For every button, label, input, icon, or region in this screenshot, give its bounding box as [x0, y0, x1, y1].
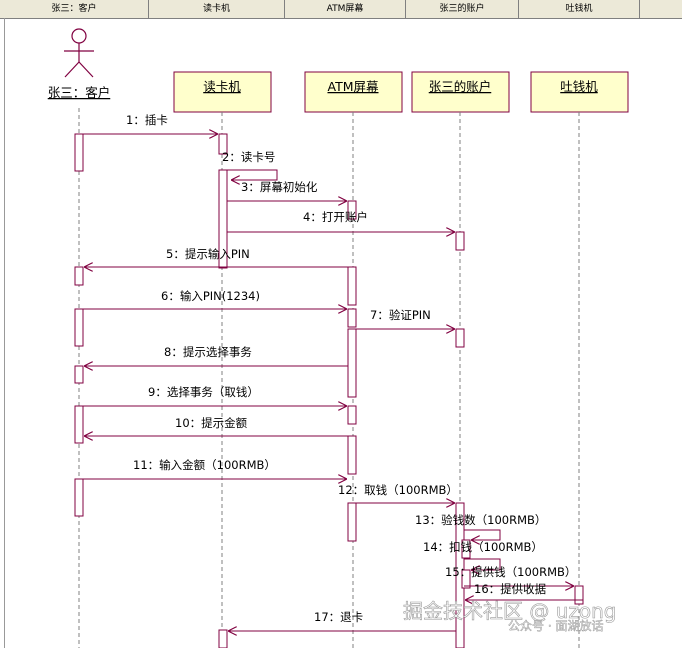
message-label-14: 14：扣钱（100RMB）	[423, 540, 543, 554]
message-label-9: 9：选择事务（取钱）	[148, 385, 259, 399]
object-box-account[interactable]: 张三的账户	[411, 71, 510, 113]
object-label: 张三的账户	[429, 79, 492, 94]
watermark-sub: 公众号 · 面湖放话	[508, 618, 603, 633]
header-tab-atm-screen[interactable]: ATM屏幕	[285, 0, 406, 18]
message-arrow-14	[464, 558, 501, 570]
message-label-8: 8：提示选择事务	[164, 345, 252, 359]
object-label: 吐钱机	[560, 79, 598, 94]
object-label: 读卡机	[203, 79, 241, 94]
header-tab-dispenser[interactable]: 吐钱机	[519, 0, 640, 18]
message-label-15: 15：提供钱（100RMB）	[445, 565, 576, 579]
activation-bar	[218, 169, 228, 269]
header-tab-account[interactable]: 张三的账户	[406, 0, 519, 18]
object-label: ATM屏幕	[327, 79, 379, 94]
message-arrow-13	[464, 529, 501, 540]
message-arrow-16	[465, 590, 584, 600]
message-label-1: 1：插卡	[126, 113, 168, 127]
message-label-16: 16：提供收据	[474, 582, 547, 596]
message-label-11: 11：输入金额（100RMB）	[133, 458, 276, 472]
header-tab-card-reader[interactable]: 读卡机	[149, 0, 285, 18]
message-label-10: 10：提示金额	[175, 416, 248, 430]
activation-bar	[347, 266, 357, 306]
watermark-main: 掘金技术社区 @ uzong	[403, 599, 617, 623]
activation-bar	[347, 200, 357, 220]
activation-bar	[74, 308, 84, 347]
activation-bar	[74, 405, 84, 444]
activation-bar	[74, 133, 84, 172]
message-label-5: 5：提示输入PIN	[166, 247, 250, 261]
activation-bar	[347, 502, 357, 542]
activation-bar	[455, 328, 465, 348]
left-border	[4, 18, 5, 648]
object-box-dispenser[interactable]: 吐钱机	[530, 71, 629, 113]
header-tab-customer[interactable]: 张三：客户	[0, 0, 149, 18]
activation-bar	[347, 308, 357, 328]
message-label-17: 17：退卡	[314, 610, 363, 624]
activation-bar	[74, 478, 84, 517]
object-box-card-reader[interactable]: 读卡机	[173, 71, 272, 113]
activation-bar	[347, 328, 357, 398]
activation-bar	[455, 231, 465, 251]
object-box-atm-screen[interactable]: ATM屏幕	[304, 71, 403, 113]
message-label-4: 4：打开账户	[303, 210, 368, 224]
message-label-7: 7：验证PIN	[370, 308, 431, 322]
activation-bar	[347, 405, 357, 425]
message-label-3: 3：屏幕初始化	[241, 180, 318, 194]
message-label-12: 12：取钱（100RMB）	[338, 483, 458, 497]
activation-bar	[218, 133, 228, 155]
actor-figure[interactable]	[64, 28, 94, 78]
activation-bar	[74, 365, 84, 384]
activation-bar	[461, 569, 471, 589]
activation-bar	[347, 435, 357, 475]
activation-bar	[74, 266, 84, 286]
activation-bar	[461, 539, 471, 559]
diagram-header-bar: 张三：客户 读卡机 ATM屏幕 张三的账户 吐钱机	[0, 0, 682, 19]
activation-bar	[218, 629, 228, 648]
message-arrow-2	[227, 169, 278, 180]
message-label-2: 2：读卡号	[222, 150, 275, 164]
message-label-6: 6：输入PIN(1234)	[161, 289, 260, 303]
actor-label: 张三：客户	[48, 85, 111, 100]
message-label-13: 13：验钱数（100RMB）	[415, 513, 546, 527]
